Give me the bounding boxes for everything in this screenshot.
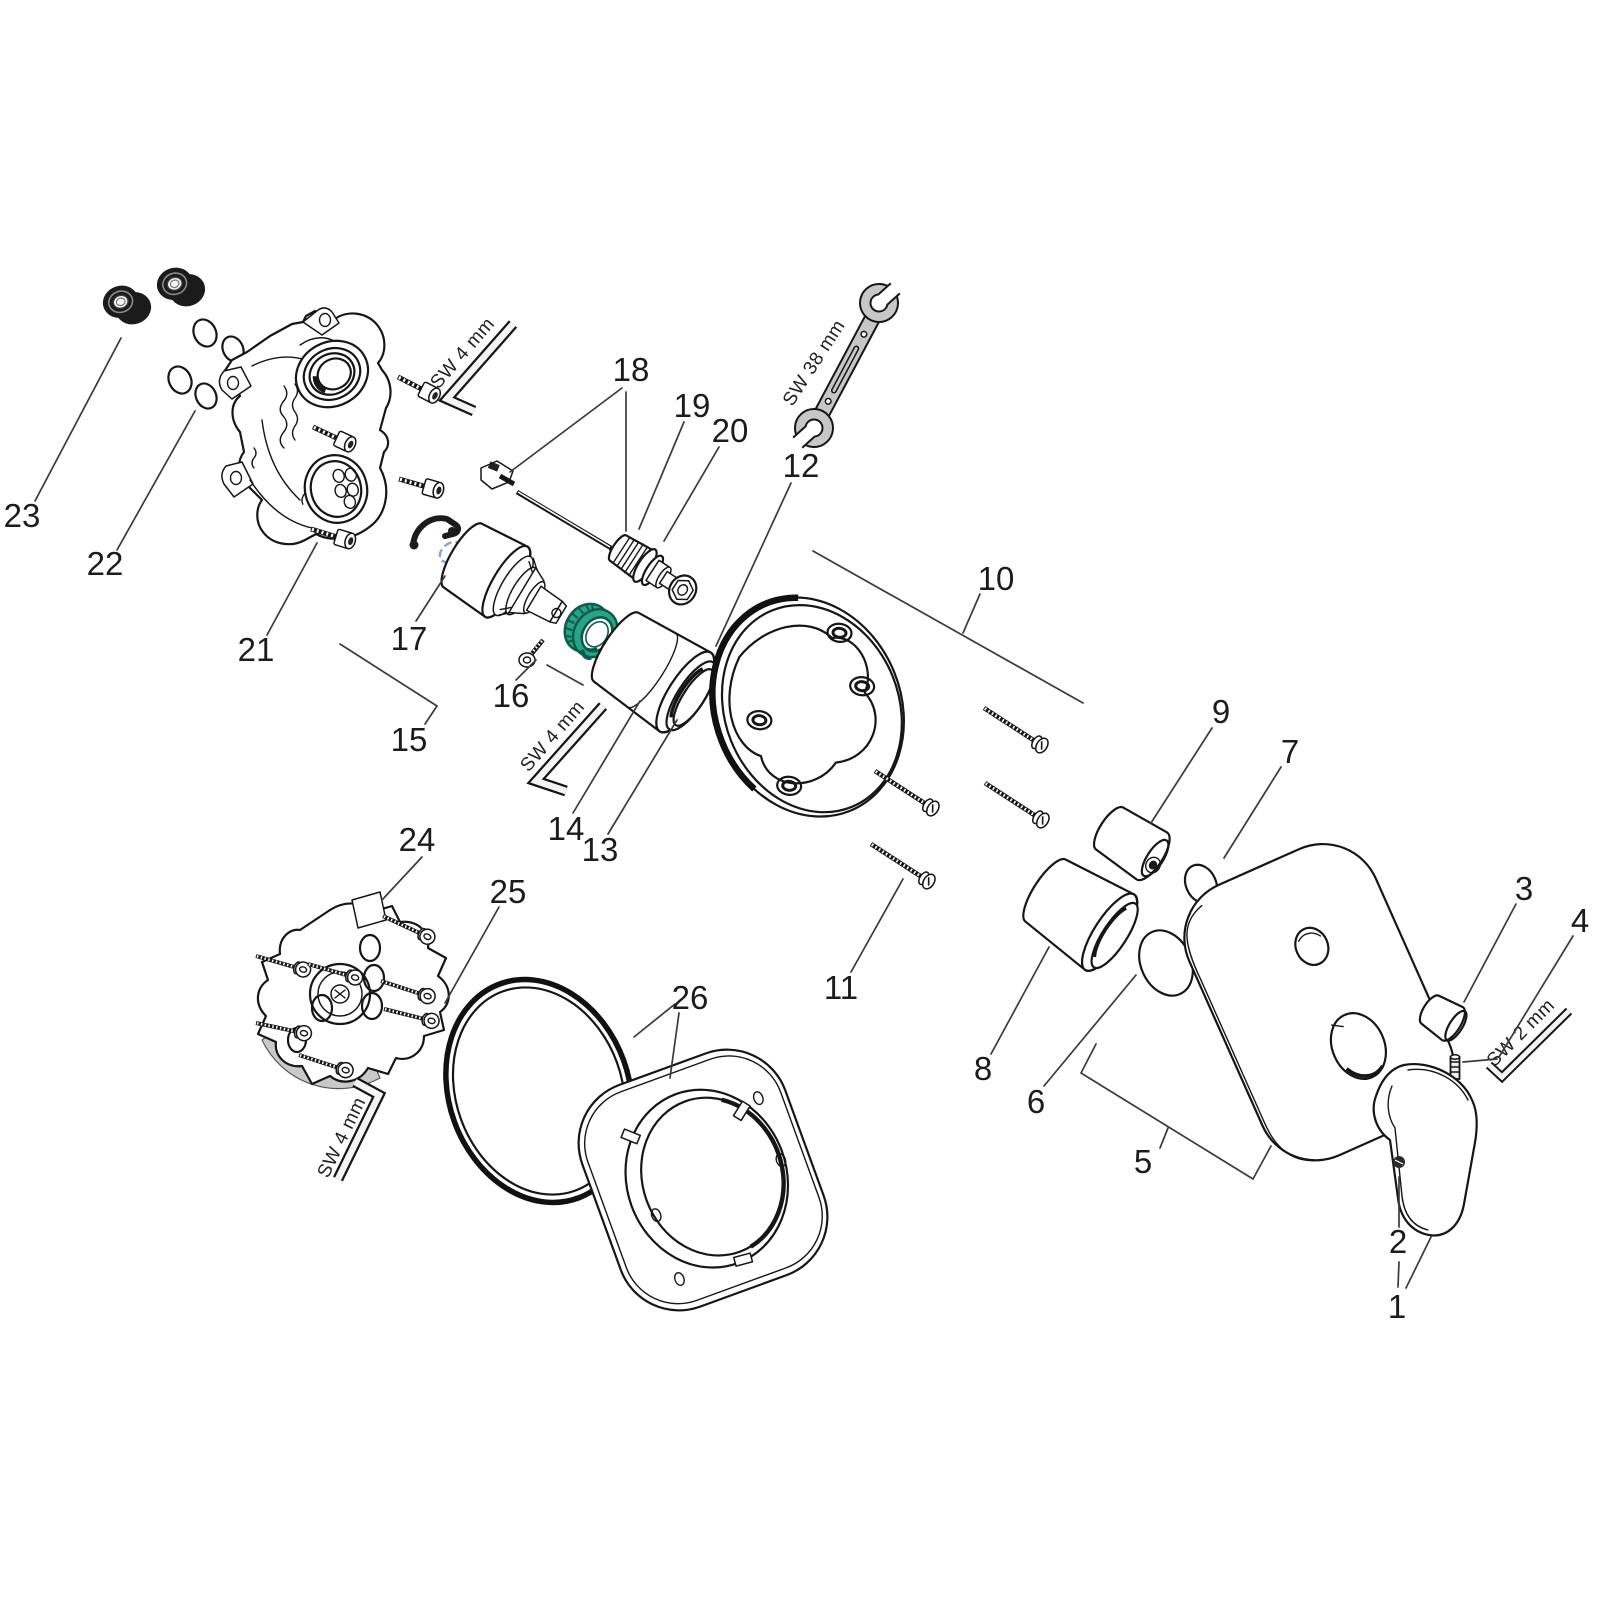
- tool-allen-key-4mm-middle: SW 4 mm: [516, 697, 608, 797]
- callout-number: 5: [1134, 1143, 1152, 1180]
- part-knob: [1418, 994, 1468, 1080]
- callout-number: 9: [1212, 693, 1230, 730]
- part-handle-screw: [1393, 1156, 1405, 1168]
- callout-23: 23: [4, 337, 122, 534]
- callout-number: 26: [672, 979, 709, 1016]
- part-basic-body: [218, 307, 392, 546]
- part-cartridge: [440, 522, 568, 625]
- part-fixing-screw-16: [518, 638, 545, 668]
- part-escutcheon: [577, 1048, 829, 1312]
- callout-5: 5: [1080, 1043, 1272, 1180]
- tool-allen-key-2mm: SW 2 mm: [1483, 995, 1573, 1084]
- callout-number: 12: [783, 447, 820, 484]
- callout-24: 24: [381, 821, 436, 901]
- callout-7: 7: [1223, 733, 1299, 859]
- callout-number: 16: [493, 677, 530, 714]
- callout-14: 14: [548, 700, 641, 847]
- callout-17: 17: [391, 575, 446, 657]
- callout-10: 10: [812, 550, 1084, 704]
- callout-6: 6: [1027, 974, 1137, 1120]
- part-plug-cylinder: [1092, 806, 1171, 882]
- callout-line: [34, 337, 122, 502]
- callout-number: 21: [238, 631, 275, 668]
- callout-22: 22: [87, 410, 196, 582]
- callout-12: 12: [715, 447, 820, 647]
- callout-number: 22: [87, 545, 124, 582]
- callout-16: 16: [493, 659, 584, 714]
- part-cartridge-group: [409, 515, 568, 668]
- callout-8: 8: [974, 946, 1050, 1087]
- part-lever-handle: [1372, 1063, 1478, 1237]
- callout-21: 21: [238, 542, 318, 668]
- callout-number: 7: [1281, 733, 1299, 770]
- tool-wrench-38mm: SW 38 mm: [779, 272, 910, 459]
- part-extension-spindle: [480, 460, 617, 554]
- callout-19: 19: [638, 387, 711, 530]
- callout-1: 1: [1388, 1236, 1432, 1325]
- callout-number: 24: [399, 821, 436, 858]
- part-mounting-plate: [251, 891, 450, 1090]
- callout-number: 4: [1571, 902, 1589, 939]
- callout-number: 6: [1027, 1083, 1045, 1120]
- part-rubber-plugs: [97, 259, 211, 333]
- callout-20: 20: [663, 412, 749, 542]
- callout-26: 26: [633, 979, 709, 1079]
- callout-number: 19: [674, 387, 711, 424]
- callout-25: 25: [444, 873, 527, 1004]
- part-sleeve-cup: [1022, 858, 1139, 972]
- callout-number: 23: [4, 497, 41, 534]
- callout-number: 14: [548, 810, 585, 847]
- body-flange: [301, 454, 369, 524]
- callout-3: 3: [1463, 870, 1533, 1003]
- callout-15: 15: [339, 643, 438, 758]
- callout-number: 18: [613, 351, 650, 388]
- part-seal-disc: [709, 594, 905, 818]
- part-sleeve: [590, 611, 717, 734]
- callout-9: 9: [1150, 693, 1230, 824]
- callout-number: 15: [391, 721, 428, 758]
- callout-13: 13: [582, 719, 678, 868]
- callout-number: 13: [582, 831, 619, 868]
- callout-number: 25: [490, 873, 527, 910]
- callout-number: 17: [391, 620, 428, 657]
- callout-2: 2: [1389, 1176, 1407, 1260]
- callout-number: 8: [974, 1050, 992, 1087]
- part-diverter-unit: [607, 534, 698, 606]
- callout-number: 1: [1388, 1288, 1406, 1325]
- callout-number: 11: [824, 969, 858, 1006]
- part-rosette-seal: [443, 976, 635, 1206]
- callout-11: 11: [824, 878, 904, 1006]
- tool-allen-key-4mm-bottom: SW 4 mm: [314, 1077, 387, 1182]
- callout-18: 18: [509, 351, 650, 532]
- callout-4: 4: [1462, 902, 1589, 1063]
- callout-number: 2: [1389, 1223, 1407, 1260]
- callouts: 23 22 21 17 15 16 14 13: [4, 337, 1589, 1325]
- callout-number: 3: [1515, 870, 1533, 907]
- callout-number: 20: [712, 412, 749, 449]
- body-port: [294, 339, 370, 409]
- callout-number: 10: [978, 560, 1015, 597]
